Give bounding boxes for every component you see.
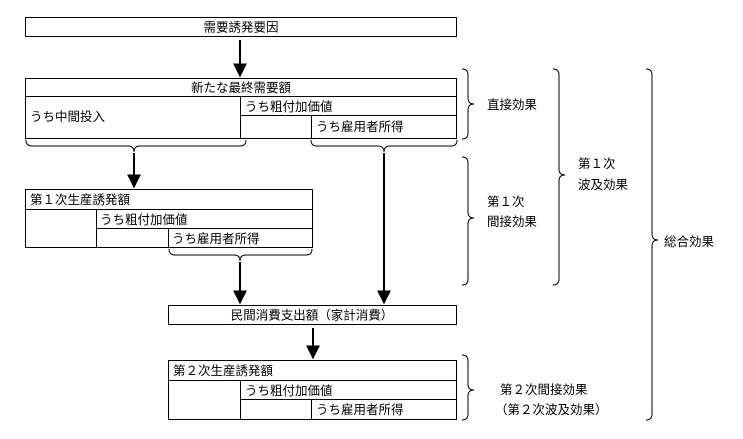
- demand-cause-label: 需要誘発要因: [203, 20, 278, 35]
- first-ripple-label-line1: 第１次: [578, 156, 616, 171]
- first-indirect-title: 第１次生産誘発額: [30, 192, 131, 207]
- final-demand-employee: うち雇用者所得: [316, 119, 404, 134]
- first-indirect-value-added: うち粗付加価値: [100, 212, 188, 227]
- first-indirect-production-box: [25, 189, 313, 248]
- consumption-label: 民間消費支出額（家計消費）: [231, 308, 394, 323]
- direct-effect-label: 直接効果: [487, 97, 538, 112]
- brace-first-employee: [168, 248, 313, 262]
- second-employee: うち雇用者所得: [316, 402, 404, 417]
- brace-first-indirect: [461, 156, 475, 286]
- total-effect-label: 総合効果: [664, 234, 715, 249]
- brace-direct-effect: [461, 68, 475, 140]
- second-effect-label-line1: 第２次間接効果: [500, 382, 588, 397]
- final-demand-box: [25, 78, 457, 139]
- first-indirect-label-line1: 第１次: [487, 194, 525, 209]
- second-production-title: 第２次生産誘発額: [173, 363, 274, 378]
- final-demand-title: 新たな最終需要額: [191, 80, 292, 95]
- second-effect-label-line2: （第２次波及効果）: [495, 402, 608, 417]
- first-indirect-label-line2: 間接効果: [487, 214, 538, 229]
- final-demand-intermediate: うち中間投入: [30, 109, 106, 124]
- first-ripple-label-line2: 波及効果: [578, 177, 629, 192]
- first-indirect-employee: うち雇用者所得: [172, 231, 260, 246]
- brace-first-ripple: [552, 68, 566, 286]
- brace-final-demand-left: [25, 139, 247, 153]
- consumption-box: [168, 305, 457, 325]
- brace-total-effect: [645, 68, 659, 421]
- brace-second-effect: [461, 354, 475, 421]
- brace-final-demand-employee: [310, 139, 458, 153]
- demand-cause-box: [25, 17, 457, 37]
- second-value-added: うち粗付加価値: [245, 383, 333, 398]
- final-demand-value-added: うち粗付加価値: [245, 99, 333, 114]
- second-production-box: [168, 360, 457, 420]
